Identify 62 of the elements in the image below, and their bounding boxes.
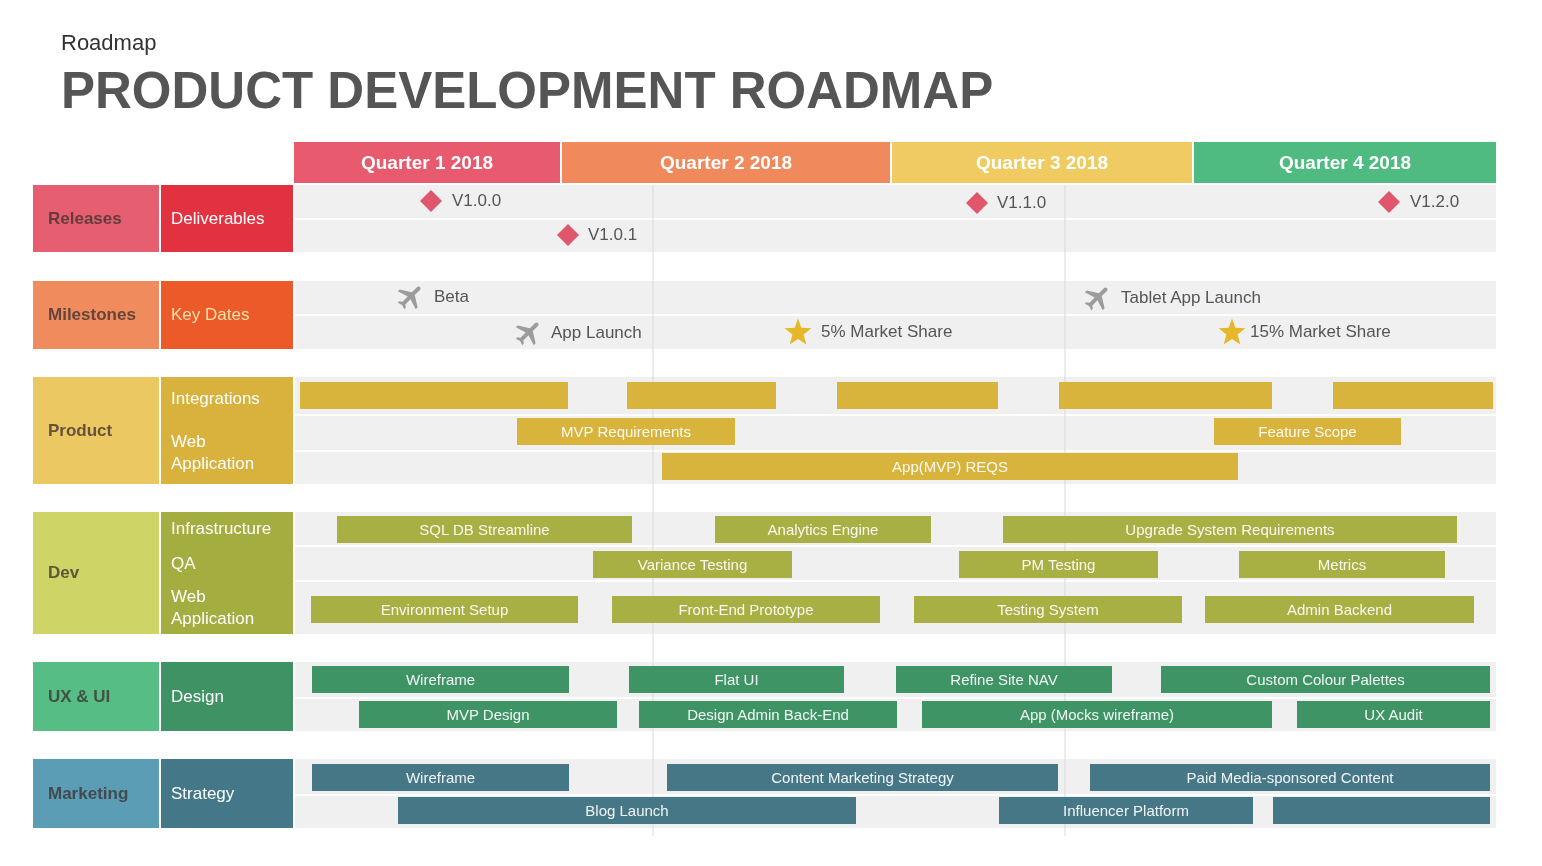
quarter-header: Quarter 4 2018	[1194, 142, 1496, 183]
milestone-label: 5% Market Share	[821, 322, 953, 342]
task-bar: Feature Scope	[1214, 418, 1401, 445]
milestone-label: Tablet App Launch	[1121, 288, 1261, 308]
task-bar	[1059, 382, 1272, 409]
task-bar: Upgrade System Requirements	[1003, 516, 1457, 543]
task-bar: Testing System	[914, 596, 1182, 623]
milestone-label: Beta	[434, 287, 469, 307]
task-bar	[1273, 797, 1490, 824]
category-block: Marketing	[33, 759, 159, 828]
quarter-header: Quarter 3 2018	[892, 142, 1192, 183]
subcategory-block: Strategy	[159, 759, 293, 828]
task-bar: Front-End Prototype	[612, 596, 880, 623]
title: PRODUCT DEVELOPMENT ROADMAP	[61, 62, 994, 120]
category-block: UX & UI	[33, 662, 159, 731]
task-bar: UX Audit	[1297, 701, 1490, 728]
subtitle: Roadmap	[61, 30, 157, 56]
task-bar: Environment Setup	[311, 596, 578, 623]
subcategory-block: Key Dates	[159, 281, 293, 349]
task-bar: Blog Launch	[398, 797, 856, 824]
task-bar: Influencer Platform	[999, 797, 1253, 824]
task-bar: App (Mocks wireframe)	[922, 701, 1272, 728]
task-bar	[1333, 382, 1493, 409]
task-bar	[300, 382, 568, 409]
milestone-label: V1.1.0	[997, 193, 1047, 213]
milestone-label: V1.0.1	[588, 225, 638, 245]
subcategory-block: QA	[159, 546, 293, 581]
task-bar: Paid Media-sponsored Content	[1090, 764, 1490, 791]
subcategory-block: Infrastructure	[159, 512, 293, 546]
task-bar: Wireframe	[312, 764, 569, 791]
task-bar: Metrics	[1239, 551, 1445, 578]
milestone-label: V1.2.0	[1410, 192, 1460, 212]
subcategory-block: Web Application	[159, 421, 293, 484]
category-block: Milestones	[33, 281, 159, 349]
task-bar	[837, 382, 998, 409]
milestone-label: 15% Market Share	[1250, 322, 1391, 342]
category-block: Releases	[33, 185, 159, 252]
task-bar: Analytics Engine	[715, 516, 931, 543]
quarter-header: Quarter 1 2018	[294, 142, 560, 183]
task-bar: Design Admin Back-End	[639, 701, 897, 728]
subcategory-block: Design	[159, 662, 293, 731]
milestone-label: App Launch	[551, 323, 642, 343]
subcategory-block: Web Application	[159, 581, 293, 634]
task-bar: Custom Colour Palettes	[1161, 666, 1490, 693]
task-bar: Content Marketing Strategy	[667, 764, 1058, 791]
subcategory-block: Integrations	[159, 377, 293, 421]
quarter-header: Quarter 2 2018	[562, 142, 890, 183]
task-bar: PM Testing	[959, 551, 1158, 578]
task-bar: MVP Requirements	[517, 418, 735, 445]
task-bar: Flat UI	[629, 666, 844, 693]
subcategory-block: Deliverables	[159, 185, 293, 252]
task-bar: App(MVP) REQS	[662, 453, 1238, 480]
task-bar: SQL DB Streamline	[337, 516, 632, 543]
task-bar: Wireframe	[312, 666, 569, 693]
task-bar: Variance Testing	[593, 551, 792, 578]
task-bar: MVP Design	[359, 701, 617, 728]
category-block: Dev	[33, 512, 159, 634]
task-bar	[627, 382, 776, 409]
task-bar: Refine Site NAV	[896, 666, 1112, 693]
milestone-label: V1.0.0	[452, 191, 502, 211]
category-block: Product	[33, 377, 159, 484]
task-bar: Admin Backend	[1205, 596, 1474, 623]
